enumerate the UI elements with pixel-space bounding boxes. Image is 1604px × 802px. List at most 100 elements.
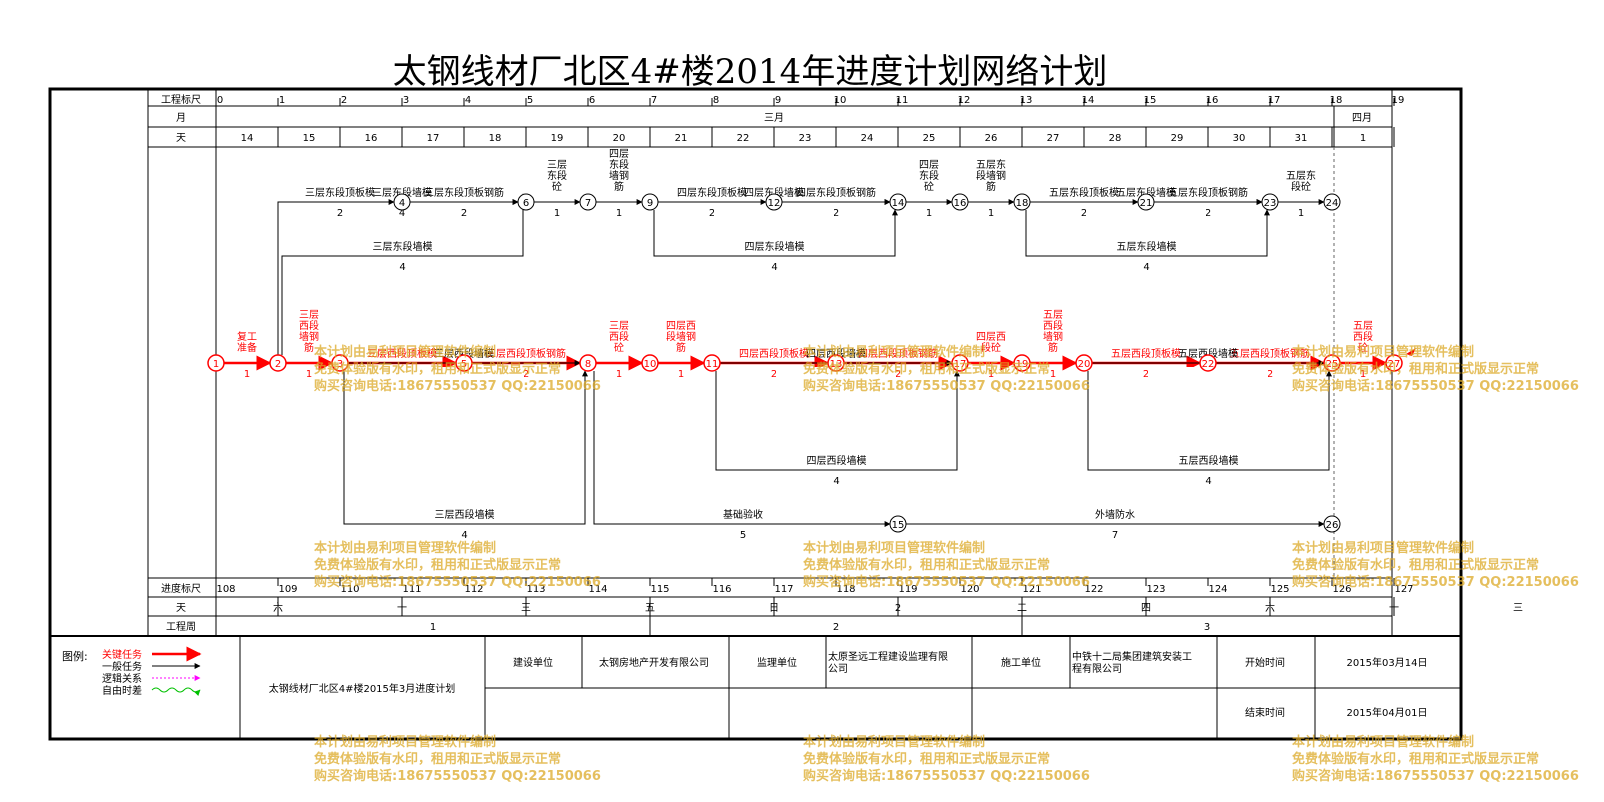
activity-name: 四层西段墙模: [807, 454, 867, 467]
event-node-label: 26: [1326, 520, 1339, 531]
activity-arrow: [277, 199, 519, 355]
scale-tick-label: 5: [527, 95, 533, 106]
day-number: 16: [365, 133, 378, 144]
event-node-label: 19: [1016, 359, 1029, 370]
event-node: [1013, 193, 1031, 211]
event-node-label: 24: [1326, 198, 1339, 209]
activity-duration: 1: [306, 369, 312, 380]
activity-arrow: [277, 199, 395, 355]
scale-tick-label: 19: [1392, 95, 1405, 106]
event-node: [703, 354, 721, 372]
activity-duration: 2: [895, 369, 901, 380]
activity-duration: 2: [461, 208, 467, 219]
activity-duration: 1: [616, 208, 622, 219]
day-number: 23: [799, 133, 812, 144]
activity-duration: 2: [523, 369, 529, 380]
week-number: 2: [833, 622, 839, 633]
activity-name: 五层东段墙模: [1117, 240, 1177, 253]
activity-name: 五层东段顶板钢筋: [1168, 186, 1248, 199]
weekday-name: 一: [1389, 603, 1399, 614]
scale-tick-label: 13: [1020, 95, 1033, 106]
day-number: 17: [427, 133, 440, 144]
event-node: [765, 193, 783, 211]
progress-tick-label: 113: [526, 584, 545, 595]
weekday-name: 三: [1513, 603, 1523, 614]
activity-duration: 4: [771, 262, 777, 273]
day-number: 31: [1295, 133, 1308, 144]
event-node: [1323, 193, 1341, 211]
progress-tick-label: 125: [1270, 584, 1289, 595]
event-node: [1323, 515, 1341, 533]
scale-label: 工程标尺: [161, 94, 201, 106]
activity-name: 四层东段墙模: [745, 240, 805, 253]
day-number: 20: [613, 133, 626, 144]
day-label: 天: [176, 133, 186, 144]
event-node: [579, 193, 597, 211]
progress-tick-label: 118: [836, 584, 855, 595]
activity-arrow: [593, 371, 891, 527]
scale-tick-label: 2: [341, 95, 347, 106]
scale-tick-label: 17: [1268, 95, 1281, 106]
activity-duration: 2: [1143, 369, 1149, 380]
progress-tick-label: 119: [898, 584, 917, 595]
activity-duration: 1: [616, 369, 622, 380]
week-label: 工程周: [166, 621, 196, 633]
event-node-label: 6: [523, 198, 529, 209]
weekday-name: 一: [397, 603, 407, 614]
build-label: 建设单位: [513, 656, 553, 669]
label-mask: [776, 367, 896, 381]
progress-tick-label: 121: [1022, 584, 1041, 595]
end-value: 2015年04月01日: [1347, 706, 1428, 719]
end-label: 结束时间: [1245, 706, 1285, 719]
progress-tick-label: 114: [588, 584, 607, 595]
progress-tick-label: 116: [712, 584, 731, 595]
scale-tick-label: 11: [896, 95, 909, 106]
activity-name: 四层西段墙钢筋: [666, 320, 696, 354]
scale-tick-label: 7: [651, 95, 657, 106]
day-number: 26: [985, 133, 998, 144]
weekday-name: 五: [645, 603, 655, 614]
activity-name: 五层东段墙模: [1116, 186, 1176, 199]
event-node-label: 1: [213, 359, 219, 370]
scale-tick-label: 9: [775, 95, 781, 106]
day-number: 27: [1047, 133, 1060, 144]
activity-name: 四层西段砼: [976, 331, 1006, 354]
event-node-label: 2: [275, 359, 281, 370]
activity-name: 三层西段墙模: [435, 508, 495, 521]
activity-duration: 4: [461, 530, 467, 541]
activity-arrow: [343, 370, 588, 525]
progress-tick-label: 122: [1084, 584, 1103, 595]
label-mask: [1148, 367, 1268, 381]
event-node: [1137, 193, 1155, 211]
event-node-label: 22: [1202, 359, 1215, 370]
activity-duration: 1: [1050, 369, 1056, 380]
scale-tick-label: 15: [1144, 95, 1157, 106]
scale-tick-label: 10: [834, 95, 847, 106]
progress-tick-label: 111: [402, 584, 421, 595]
activity-duration: 4: [833, 476, 839, 487]
progress-tick-label: 117: [774, 584, 793, 595]
activity-duration: 2: [771, 369, 777, 380]
weekday-name: 三: [521, 603, 531, 614]
activity-duration: 2: [337, 208, 343, 219]
activity-duration: 1: [678, 369, 684, 380]
event-node-label: 4: [399, 198, 405, 209]
event-node-label: 12: [768, 198, 781, 209]
event-node-label: 15: [892, 520, 905, 531]
activity-duration: 1: [988, 208, 994, 219]
scale-tick-label: 1: [279, 95, 285, 106]
activity-name: 三层西段顶板钢筋: [486, 347, 566, 360]
activity-name: 四层西段顶板模: [739, 347, 809, 360]
month-name: 四月: [1352, 112, 1372, 124]
event-node-label: 20: [1078, 359, 1091, 370]
activity-duration: 2: [709, 208, 715, 219]
event-node: [331, 354, 349, 372]
weekday-name: 2: [895, 603, 901, 614]
progress-tick-label: 112: [464, 584, 483, 595]
day-number: 22: [737, 133, 750, 144]
day-number: 25: [923, 133, 936, 144]
scale-tick-label: 8: [713, 95, 719, 106]
activity-duration: 2: [833, 208, 839, 219]
scale-tick-label: 16: [1206, 95, 1219, 106]
